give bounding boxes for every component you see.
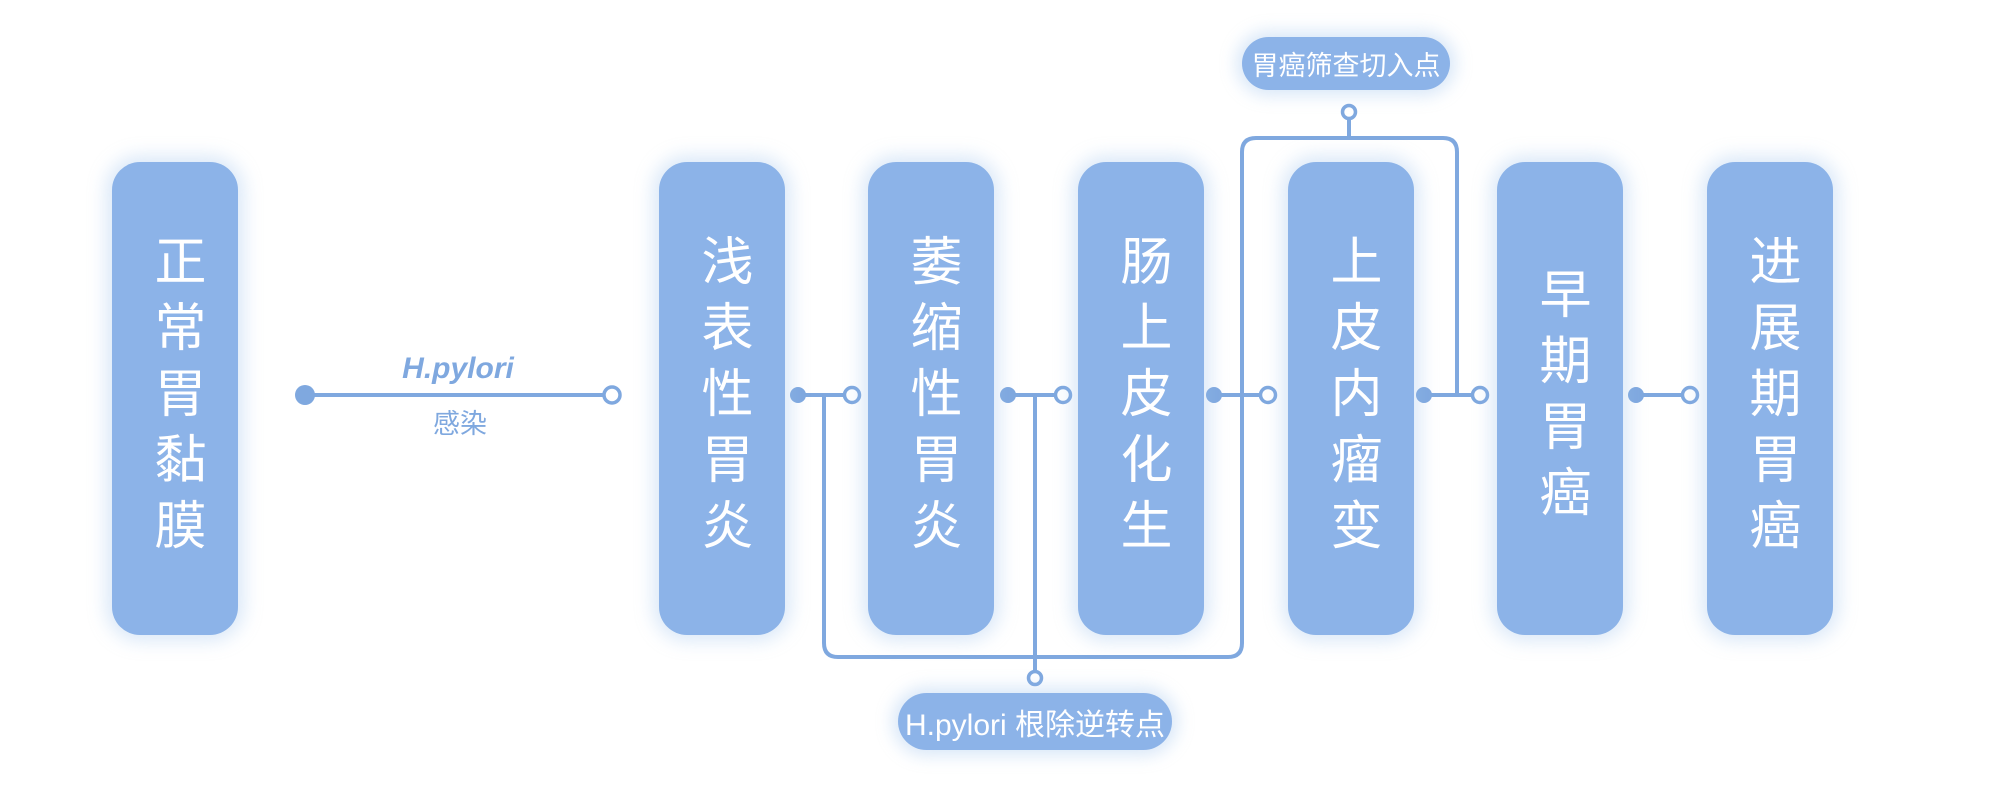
edge-label-infection: 感染	[433, 409, 487, 439]
bottom-badge-ring	[1026, 669, 1044, 687]
stage-label-intraepithelial-neoplasia: 上皮内瘤变	[1322, 233, 1380, 564]
stage-box-intraepithelial-neoplasia: 上皮内瘤变	[1288, 162, 1414, 635]
eradication-reversal-point-badge: H.pylori 根除逆转点	[898, 693, 1172, 750]
stage-label-atrophic-gastritis: 萎缩性胃炎	[902, 233, 960, 564]
stage-box-early-gastric-cancer: 早期胃癌	[1497, 162, 1623, 635]
stage-box-superficial-gastritis: 浅表性胃炎	[659, 162, 785, 635]
connector-start-dot-5	[1416, 387, 1432, 403]
stage-label-advanced-gastric-cancer: 进展期胃癌	[1741, 233, 1799, 564]
connector-end-ring-4	[1258, 385, 1278, 405]
screening-entry-point-badge: 胃癌筛查切入点	[1242, 37, 1450, 90]
edge-label-hpylori: H.pylori	[402, 352, 514, 385]
stage-box-atrophic-gastritis: 萎缩性胃炎	[868, 162, 994, 635]
connector-end-ring-5	[1470, 385, 1490, 405]
stage-label-intestinal-metaplasia: 肠上皮化生	[1112, 233, 1170, 564]
connector-end-ring-3	[1053, 385, 1073, 405]
connector-end-ring-1	[602, 385, 622, 405]
connector-start-dot-6	[1628, 387, 1644, 403]
connector-end-ring-6	[1680, 385, 1700, 405]
connector-end-ring-2	[842, 385, 862, 405]
connector-start-dot-4	[1206, 387, 1222, 403]
stage-label-superficial-gastritis: 浅表性胃炎	[693, 233, 751, 564]
stage-label-early-gastric-cancer: 早期胃癌	[1531, 266, 1589, 531]
stage-box-intestinal-metaplasia: 肠上皮化生	[1078, 162, 1204, 635]
top-badge-ring	[1340, 103, 1358, 121]
stage-box-normal-mucosa: 正常胃黏膜	[112, 162, 238, 635]
connector-start-dot-2	[790, 387, 806, 403]
stage-box-advanced-gastric-cancer: 进展期胃癌	[1707, 162, 1833, 635]
connector-start-dot-3	[1000, 387, 1016, 403]
connector-start-dot-1	[295, 385, 315, 405]
stage-label-normal-mucosa: 正常胃黏膜	[146, 233, 204, 564]
